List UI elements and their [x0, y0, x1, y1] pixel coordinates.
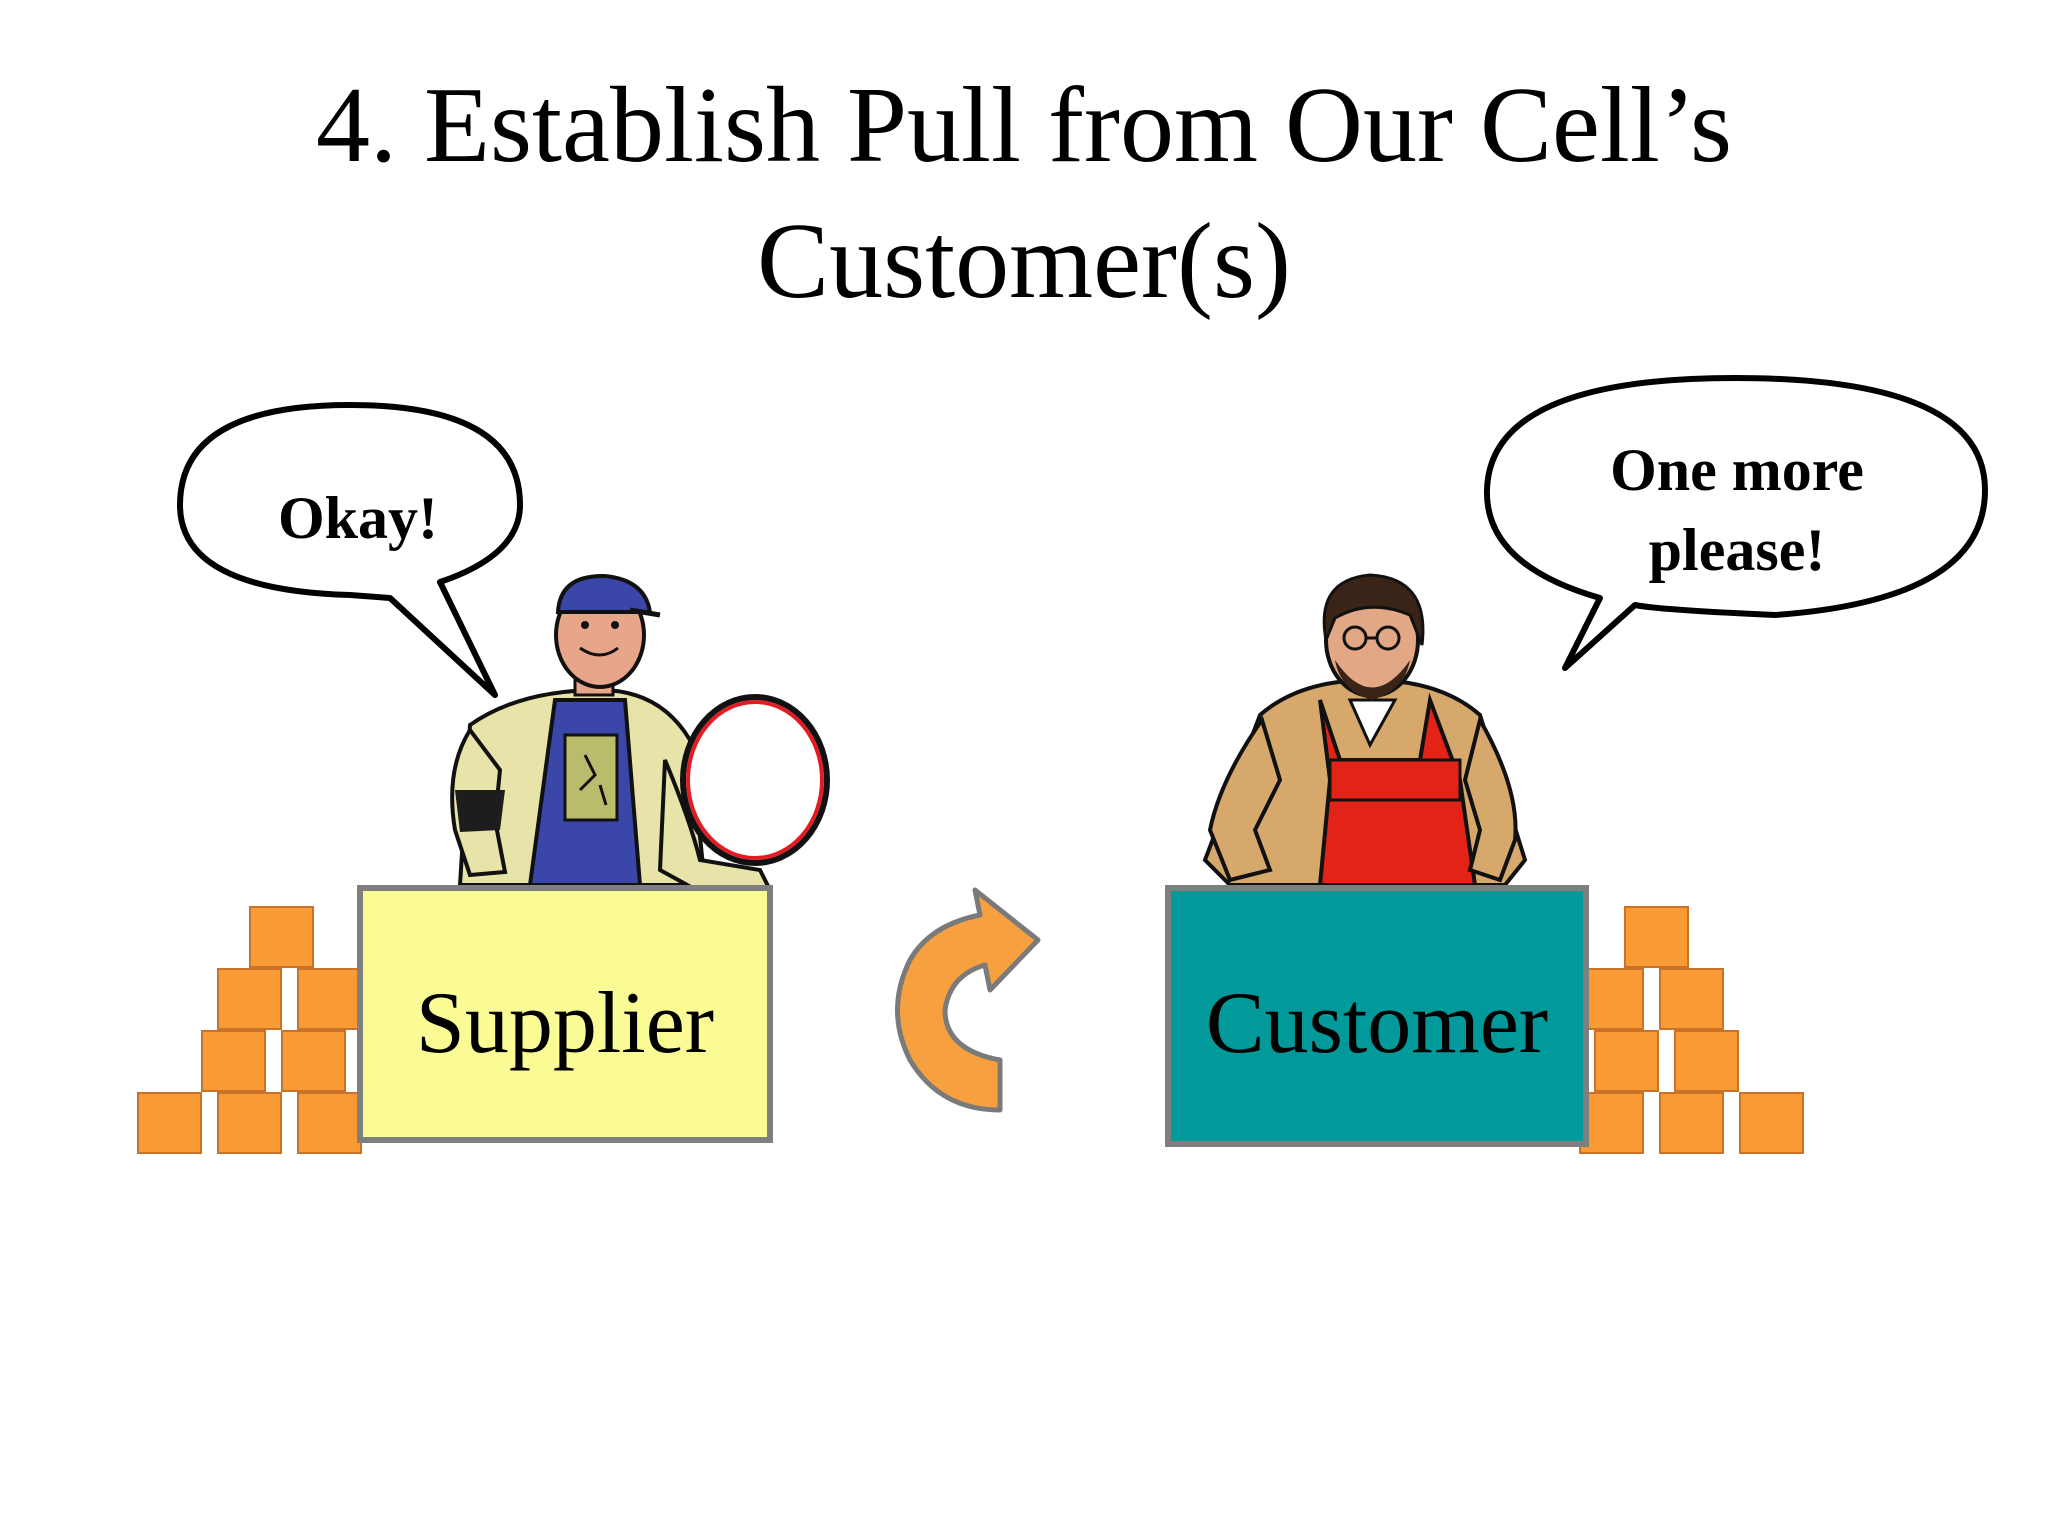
customer-speech-line-1: One more	[1610, 437, 1864, 503]
page-title: 4. Establish Pull from Our Cell’s Custom…	[0, 58, 2048, 330]
page-title-line-2: Customer(s)	[757, 202, 1291, 321]
customer-worker-icon	[1202, 573, 1528, 887]
page-title-line-1: 4. Establish Pull from Our Cell’s	[316, 66, 1732, 185]
kanban-signal-icon	[680, 694, 830, 866]
supplier-speech-text: Okay!	[278, 485, 438, 551]
customer-box: Customer	[1165, 885, 1589, 1147]
customer-speech-bubble: One more please!	[1483, 375, 1988, 671]
customer-speech-line-2: please!	[1649, 517, 1826, 583]
customer-label: Customer	[1206, 975, 1548, 1072]
supplier-worker-icon	[450, 573, 774, 895]
supplier-label: Supplier	[416, 975, 714, 1072]
customer-block-pile	[1579, 906, 1804, 1154]
supplier-box: Supplier	[357, 885, 773, 1143]
curved-arrow-icon	[895, 887, 1041, 1113]
supplier-speech-bubble: Okay!	[177, 402, 523, 698]
supplier-block-pile	[137, 906, 362, 1154]
